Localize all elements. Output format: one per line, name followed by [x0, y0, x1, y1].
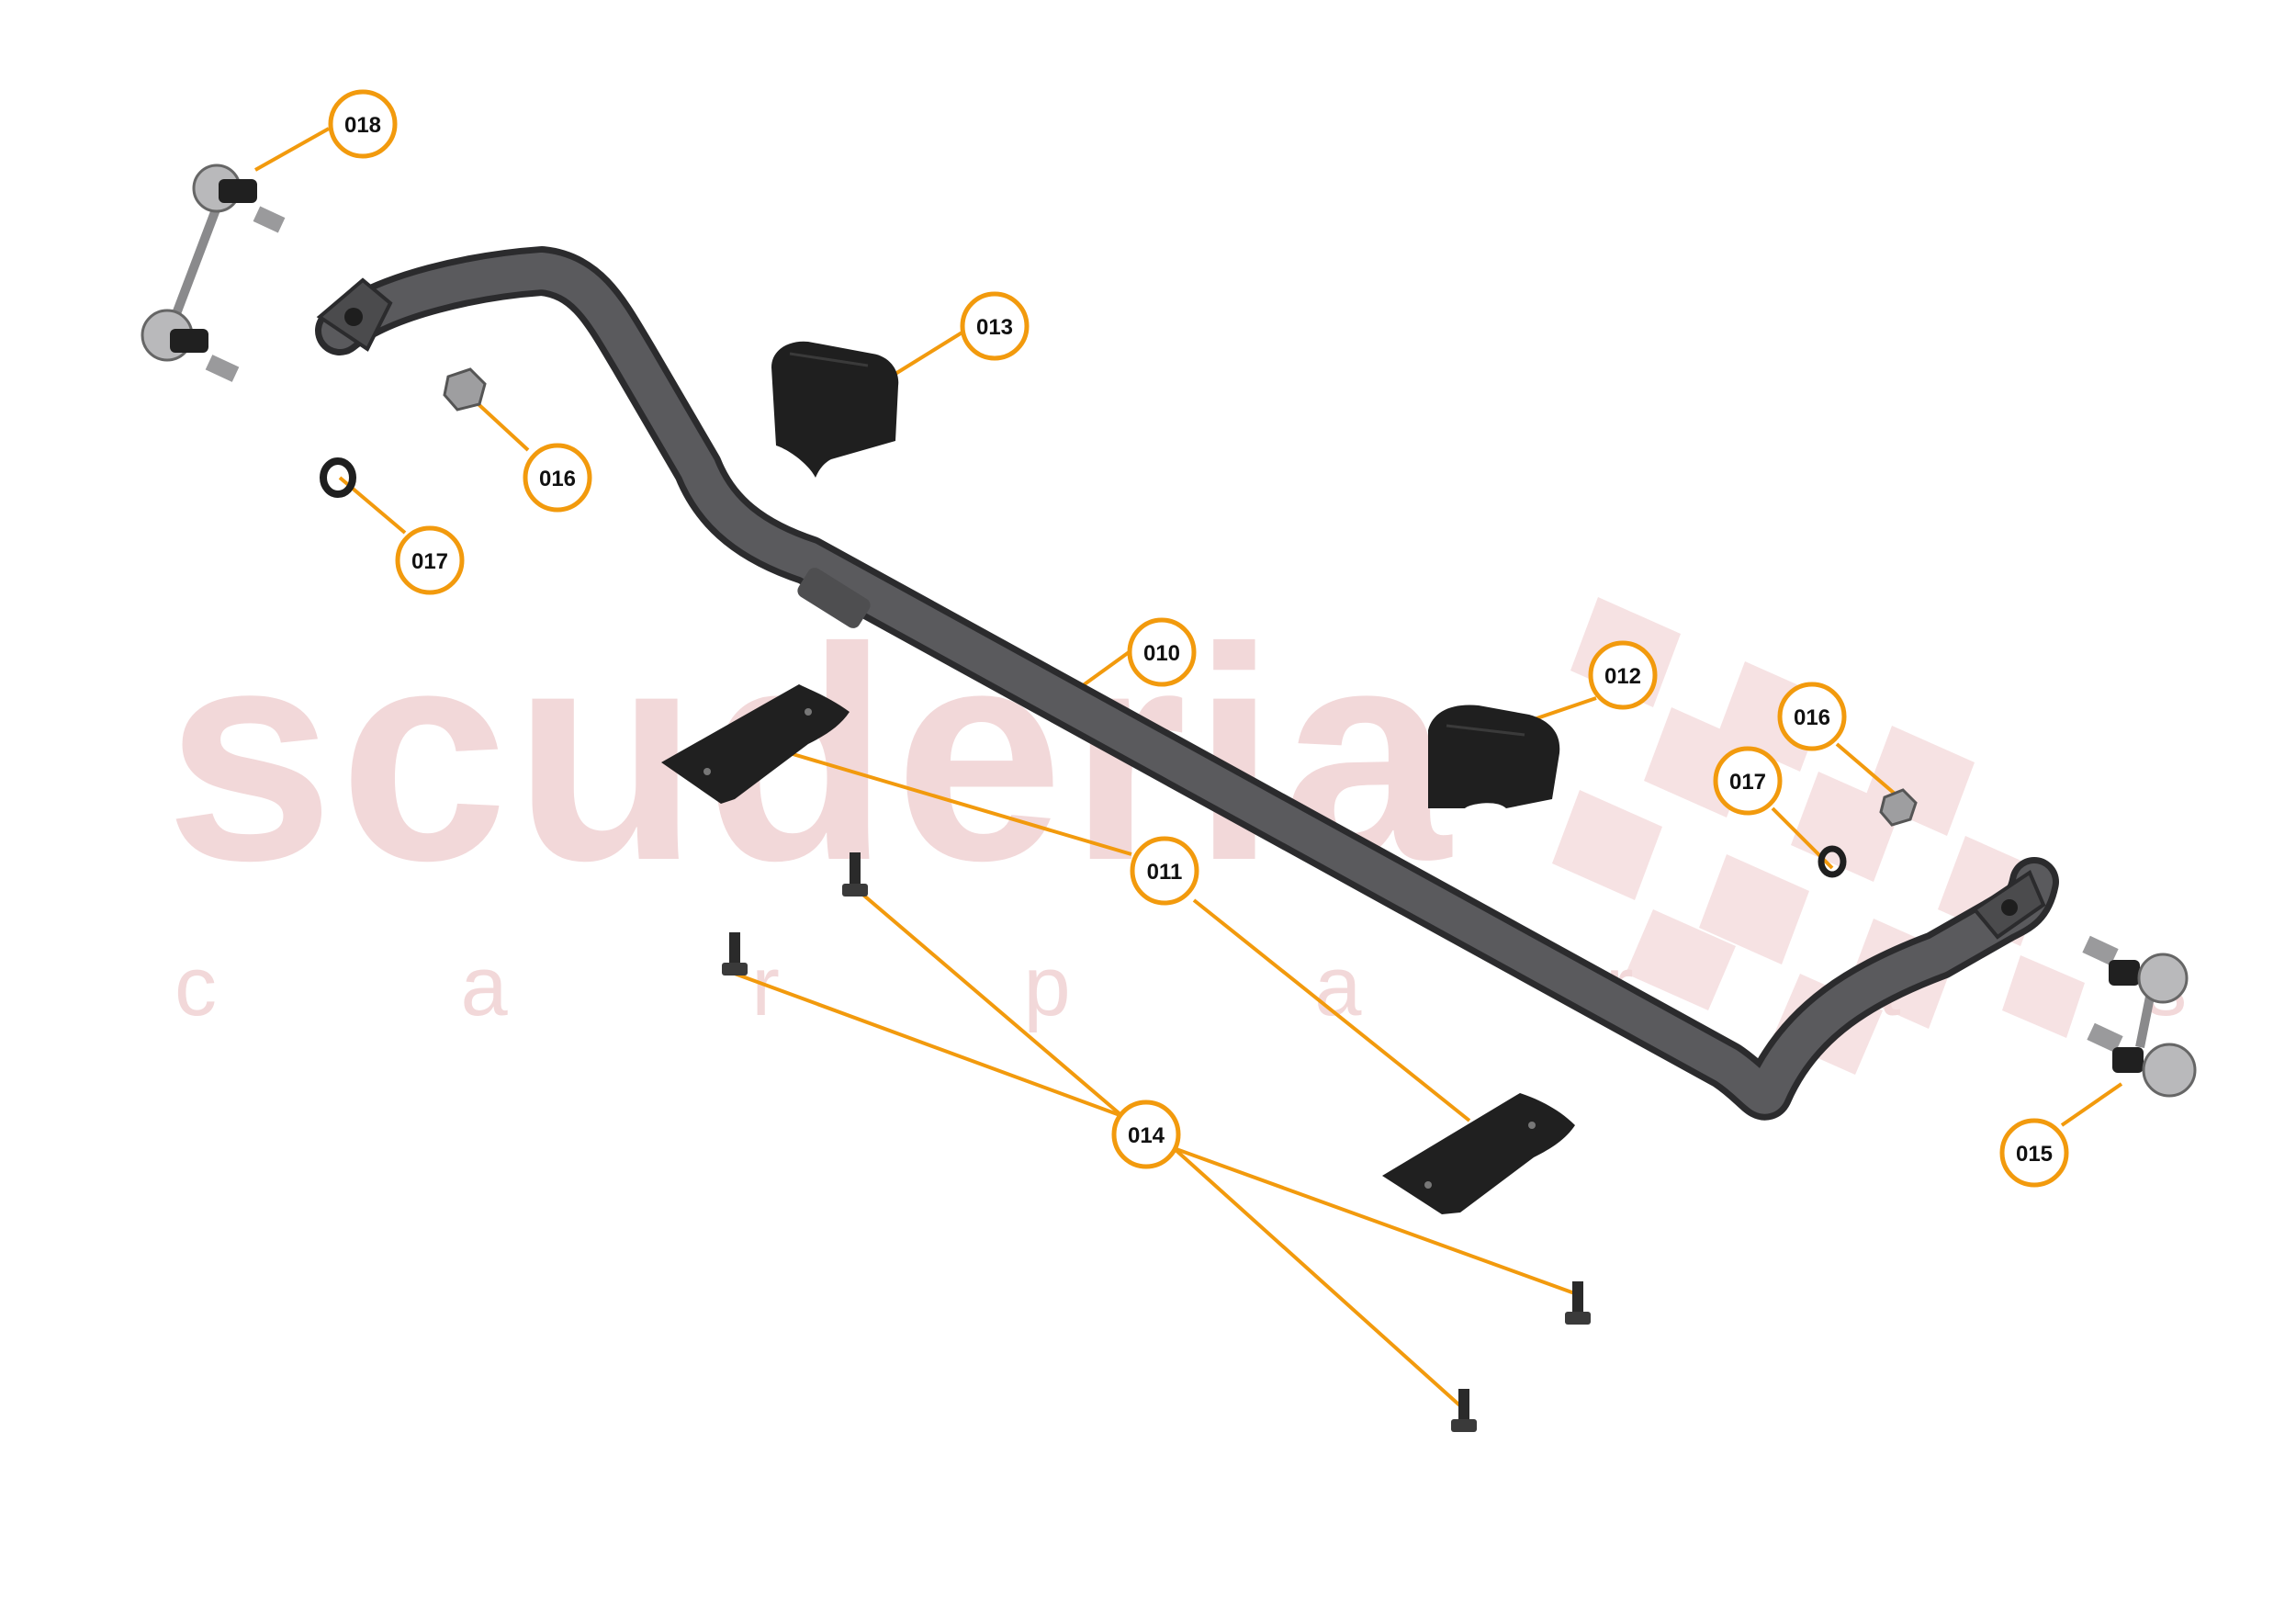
callout-label: 014 — [1128, 1123, 1165, 1148]
callout-label: 010 — [1143, 641, 1180, 666]
callout-017-left[interactable]: 017 — [395, 525, 465, 595]
callout-016-left[interactable]: 016 — [523, 443, 592, 513]
callout-011[interactable]: 011 — [1130, 836, 1199, 906]
washer-right — [1818, 845, 1847, 878]
callout-013[interactable]: 013 — [960, 291, 1030, 361]
bolt-3 — [1565, 1281, 1591, 1325]
nut-right — [1879, 788, 1918, 827]
bush-left — [771, 341, 899, 478]
bracket-lower — [1382, 1093, 1575, 1214]
callout-label: 013 — [976, 315, 1013, 340]
stabilizer-bar — [315, 246, 2059, 1121]
callout-label: 017 — [411, 549, 448, 574]
watermark-brand: scuderia — [165, 584, 1456, 923]
callout-014[interactable]: 014 — [1111, 1100, 1181, 1169]
washer-left — [320, 457, 356, 498]
callout-label: 015 — [2016, 1142, 2053, 1167]
callout-label: 018 — [344, 113, 381, 138]
callout-018[interactable]: 018 — [328, 89, 398, 159]
callout-012[interactable]: 012 — [1588, 640, 1658, 710]
callout-017-right[interactable]: 017 — [1713, 746, 1783, 816]
callout-010[interactable]: 010 — [1127, 617, 1197, 687]
watermark: scuderia c a r p a r t s — [165, 584, 2187, 1075]
callout-label: 017 — [1729, 770, 1766, 795]
bracket-upper — [661, 684, 850, 804]
bolt-2 — [842, 852, 868, 897]
bush-right — [1428, 705, 1560, 808]
callout-label: 016 — [539, 467, 576, 491]
callout-label: 011 — [1147, 860, 1183, 885]
bolt-4 — [1451, 1389, 1477, 1432]
nut-left — [443, 367, 487, 412]
link-right — [2082, 935, 2197, 1098]
bolt-1 — [722, 932, 748, 976]
link-left — [141, 164, 286, 382]
callout-label: 012 — [1604, 664, 1641, 689]
callout-016-right[interactable]: 016 — [1777, 682, 1847, 751]
callout-label: 016 — [1794, 705, 1830, 730]
callout-015[interactable]: 015 — [1999, 1118, 2069, 1188]
